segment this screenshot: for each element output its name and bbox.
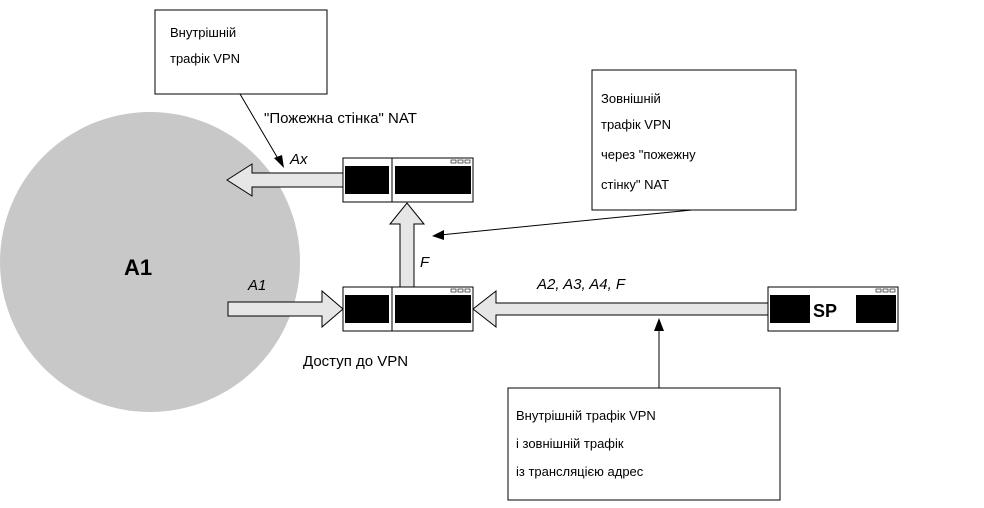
callout-combined-pointer-head: [654, 318, 664, 331]
callout-external-vpn-line-1: Зовнішній: [601, 91, 661, 106]
callout-combined-line-2: і зовнішній трафік: [516, 436, 624, 451]
callout-combined: Внутрішній трафік VPN і зовнішній трафік…: [507, 387, 781, 501]
callout-external-vpn: Зовнішній трафік VPN через "пожежну стін…: [591, 69, 797, 211]
label-ax: Ax: [289, 151, 308, 168]
callout-external-vpn-line-2: трафік VPN: [601, 117, 671, 132]
callout-internal-vpn: Внутрішній трафік VPN: [154, 9, 328, 95]
callout-external-vpn-line-4: стінку" NAT: [601, 177, 669, 192]
callout-internal-vpn-pointer: [239, 93, 281, 163]
callout-internal-vpn-line-2: трафік VPN: [170, 51, 240, 66]
network-a1-label: A1: [124, 255, 152, 280]
label-a1: A1: [247, 277, 266, 294]
firewall-nat-device: [342, 157, 474, 203]
callout-external-vpn-line-3: через "пожежну: [601, 147, 696, 162]
label-firewall-nat: "Пожежна стінка" NAT: [264, 110, 417, 127]
callout-external-vpn-pointer: [439, 209, 693, 236]
arrow-f: [388, 202, 426, 288]
callout-combined-line-1: Внутрішній трафік VPN: [516, 408, 656, 423]
vpn-access-device: [342, 286, 474, 332]
callout-external-vpn-pointer-head: [432, 230, 444, 240]
callout-internal-vpn-line-1: Внутрішній: [170, 25, 236, 40]
label-multi: A2, A3, A4, F: [536, 276, 626, 293]
label-vpn-access: Доступ до VPN: [303, 353, 408, 370]
arrow-multi: [472, 289, 769, 329]
provider-device: [767, 286, 899, 332]
label-provider: SP: [813, 301, 837, 321]
callout-combined-line-3: із трансляцією адрес: [516, 464, 644, 479]
label-f: F: [420, 254, 430, 271]
arrow-ax: [226, 163, 344, 197]
arrow-a1: [227, 289, 344, 329]
callout-internal-vpn-pointer-head: [274, 155, 284, 168]
network-a1-circle: [0, 112, 300, 412]
